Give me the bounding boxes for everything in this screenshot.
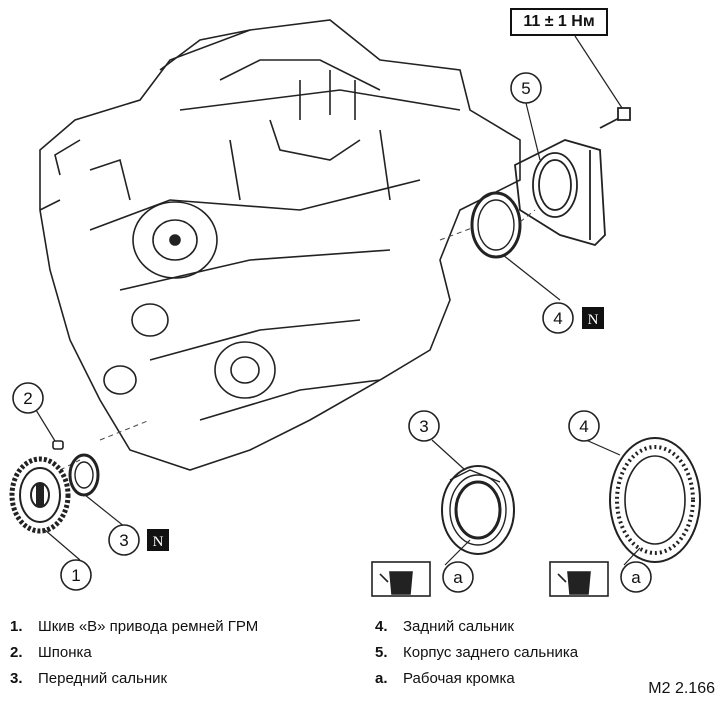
- callout-a-left: a: [453, 568, 463, 587]
- crankshaft-area: [103, 303, 276, 399]
- legend-item: 5. Корпус заднего сальника: [375, 640, 578, 666]
- legend-right: 4. Задний сальник 5. Корпус заднего сальни…: [375, 614, 578, 692]
- callout-4: 4: [553, 309, 562, 328]
- callout-1: 1: [71, 566, 80, 585]
- diagram-canvas: 5 2 3 1 4 3 4 a a N N: [9, 19, 701, 597]
- legend-text: Шкив «B» привода ремней ГРМ: [38, 618, 259, 635]
- grease-icon: [371, 561, 609, 597]
- legend-item: 4. Задний сальник: [375, 614, 578, 640]
- legend-item: a. Рабочая кромка: [375, 666, 578, 692]
- new-part-mark: N: [588, 312, 599, 328]
- assembly-lines: [59, 209, 536, 471]
- rear-seal-housing: [514, 139, 606, 247]
- legend-left: 1. Шкив «B» привода ремней ГРМ 2. Шпонка 3…: [10, 614, 258, 692]
- detail-front-seal: [441, 465, 515, 555]
- legend-number: a.: [375, 670, 388, 687]
- legend-text: Шпонка: [38, 644, 92, 661]
- woodruff-key: [52, 440, 64, 450]
- legend-number: 1.: [10, 618, 23, 635]
- legend-text: Корпус заднего сальника: [403, 644, 579, 661]
- torque-spec-box: 11 ± 1 Нм: [510, 8, 608, 36]
- callout-circles: [12, 72, 652, 593]
- callout-5: 5: [521, 79, 530, 98]
- callout-a-right: a: [631, 568, 641, 587]
- legend-text: Рабочая кромка: [403, 670, 515, 687]
- callout-leaders: [35, 35, 641, 566]
- detail-callout-3: 3: [419, 417, 428, 436]
- legend-number: 2.: [10, 644, 23, 661]
- timing-pulley-b: [9, 456, 71, 534]
- front-oil-seal: [68, 453, 100, 497]
- housing-bolt: [599, 107, 631, 129]
- legend-number: 5.: [375, 644, 388, 661]
- legend-text: Передний сальник: [38, 670, 168, 687]
- callout-3: 3: [119, 531, 128, 550]
- legend-number: 3.: [10, 670, 23, 687]
- new-part-mark: N: [153, 534, 164, 550]
- figure-reference: M2 2.166: [648, 680, 715, 697]
- legend-text: Задний сальник: [403, 618, 514, 635]
- engine-block: [39, 19, 521, 471]
- detail-callout-4: 4: [579, 417, 588, 436]
- water-pump-pulley: [132, 201, 218, 279]
- detail-rear-seal: [609, 437, 701, 563]
- legend-number: 4.: [375, 618, 388, 635]
- legend-item: 1. Шкив «B» привода ремней ГРМ: [10, 614, 258, 640]
- legend-item: 3. Передний сальник: [10, 666, 258, 692]
- legend-item: 2. Шпонка: [10, 640, 258, 666]
- callout-2: 2: [23, 389, 32, 408]
- new-part-badges: [147, 307, 604, 551]
- rear-oil-seal: [470, 191, 522, 259]
